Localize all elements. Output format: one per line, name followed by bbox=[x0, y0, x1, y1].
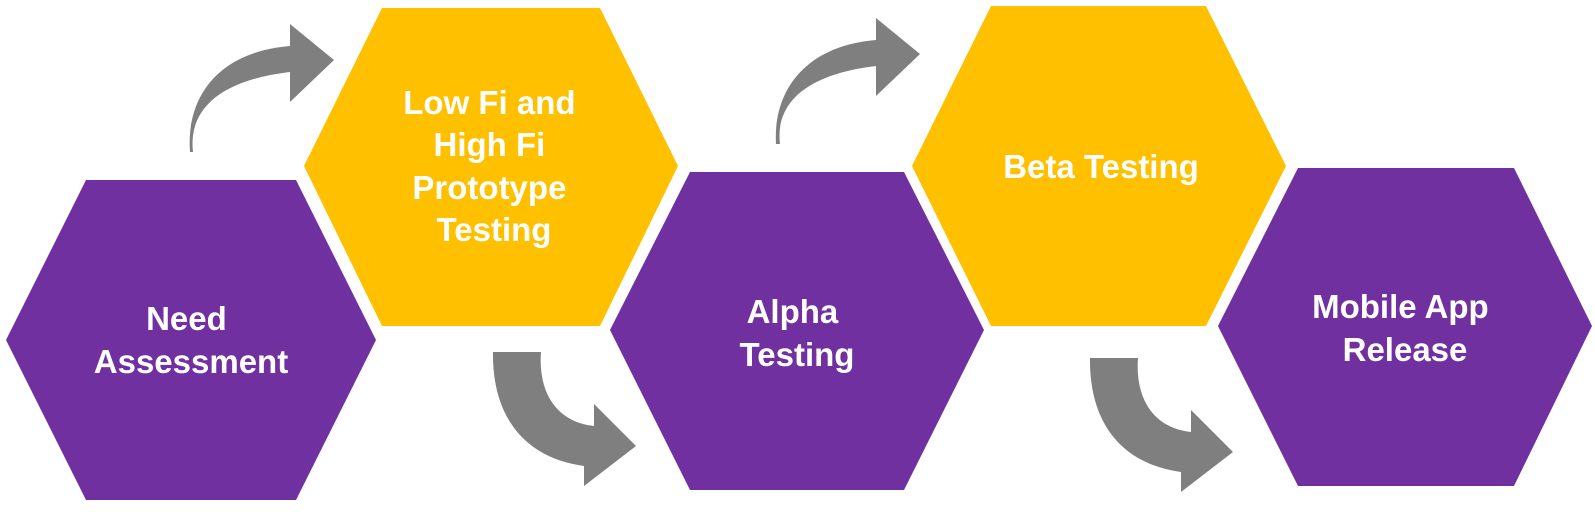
step-beta-testing: Beta Testing bbox=[912, 6, 1286, 326]
curved-arrow-down-icon bbox=[1089, 358, 1233, 492]
step-label: Beta Testing bbox=[1003, 148, 1199, 185]
step-label: Mobile App Release bbox=[1312, 288, 1498, 368]
curved-arrow-up-icon bbox=[189, 24, 334, 152]
step-label: Need Assessment bbox=[94, 300, 288, 380]
step-label-line: Low Fi and bbox=[403, 84, 575, 121]
hexagon-shape bbox=[304, 8, 678, 326]
step-label-line: High Fi bbox=[434, 126, 546, 163]
step-label-line: Need bbox=[146, 300, 227, 337]
step-label-line: Prototype bbox=[412, 169, 566, 206]
step-label-line: Beta Testing bbox=[1003, 148, 1199, 185]
step-prototype-testing: Low Fi and High Fi Prototype Testing bbox=[304, 8, 678, 326]
hexagon-shape bbox=[610, 172, 984, 490]
curved-arrow-up-icon bbox=[775, 18, 920, 144]
step-label-line: Testing bbox=[740, 336, 855, 373]
curved-arrow-down-icon bbox=[492, 352, 636, 486]
step-label-line: Release bbox=[1343, 331, 1468, 368]
step-label-line: Alpha bbox=[747, 293, 839, 330]
step-label-line: Assessment bbox=[94, 343, 288, 380]
step-label: Alpha Testing bbox=[740, 293, 855, 373]
step-label-line: Mobile App bbox=[1312, 288, 1489, 325]
hexagon-shape bbox=[912, 6, 1286, 326]
step-need-assessment: Need Assessment bbox=[6, 180, 376, 500]
step-alpha-testing: Alpha Testing bbox=[610, 172, 984, 490]
step-mobile-app-release: Mobile App Release bbox=[1218, 168, 1592, 486]
step-label: Low Fi and High Fi Prototype Testing bbox=[403, 84, 585, 248]
hexagon-shape bbox=[6, 180, 376, 500]
step-label-line: Testing bbox=[437, 211, 552, 248]
hexagon-shape bbox=[1218, 168, 1592, 486]
